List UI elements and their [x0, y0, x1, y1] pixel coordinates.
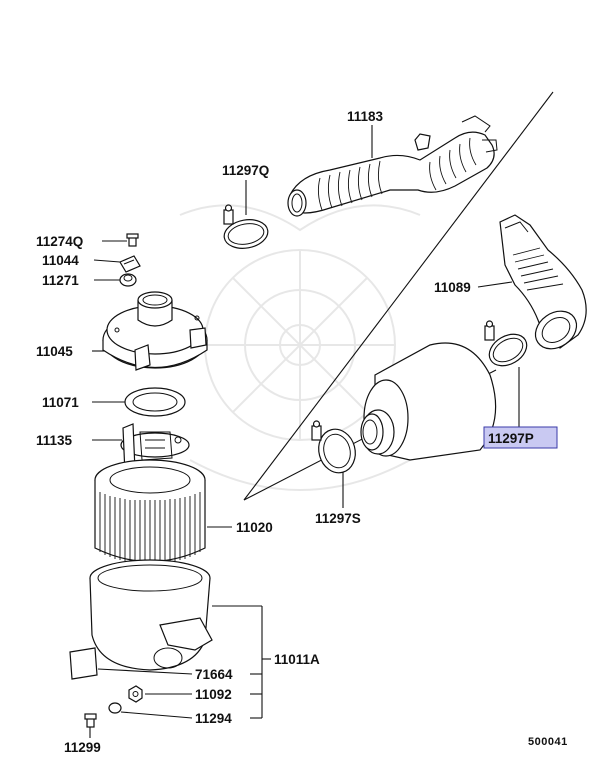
part-gasket-11071[interactable]	[124, 387, 186, 417]
callout-11297s[interactable]: 11297S	[315, 511, 361, 526]
callout-11045[interactable]: 11045	[36, 344, 73, 359]
part-bolt-11299[interactable]	[84, 713, 97, 728]
callout-11044[interactable]: 11044	[42, 253, 79, 268]
callout-11299[interactable]: 11299	[64, 740, 101, 755]
part-clamp-11297q[interactable]	[222, 204, 270, 252]
callout-11071[interactable]: 11071	[42, 395, 79, 410]
part-cover-11045[interactable]	[102, 291, 208, 371]
watermark-emblem	[179, 204, 421, 491]
callout-11297q[interactable]: 11297Q	[222, 163, 269, 178]
part-washer-11294[interactable]	[108, 702, 122, 714]
highlight-box	[483, 426, 558, 449]
part-cap-11044[interactable]	[119, 255, 141, 273]
part-duct-11089[interactable]	[499, 214, 587, 357]
callout-11294[interactable]: 11294	[195, 711, 232, 726]
callout-11135[interactable]: 11135	[36, 433, 73, 448]
part-bolt-11274q[interactable]	[126, 233, 139, 247]
callout-71664[interactable]: 71664	[195, 667, 233, 682]
diagram-id: 500041	[528, 736, 568, 748]
part-nut-11092[interactable]	[128, 685, 143, 703]
callout-labels: 11183 11297Q 11274Q 11044 11271 11089 11…	[36, 109, 568, 755]
callout-11092[interactable]: 11092	[195, 687, 232, 702]
part-pad-71664[interactable]	[69, 647, 98, 680]
callout-11089[interactable]: 11089	[434, 280, 471, 295]
callout-11011a[interactable]: 11011A	[274, 652, 320, 667]
callout-11274q[interactable]: 11274Q	[36, 234, 83, 249]
part-filter-11020[interactable]	[94, 459, 206, 564]
part-cap-11271[interactable]	[119, 273, 137, 287]
callout-11183[interactable]: 11183	[347, 109, 384, 124]
callout-11020[interactable]: 11020	[236, 520, 273, 535]
part-intake-hose-11183[interactable]	[287, 115, 498, 217]
part-housing-11011a[interactable]	[89, 559, 213, 671]
callout-11271[interactable]: 11271	[42, 273, 79, 288]
part-air-cleaner-body[interactable]	[360, 342, 497, 461]
leader-lines	[89, 125, 520, 738]
part-clamp-11297p[interactable]	[484, 320, 533, 372]
part-clamp-11297s[interactable]	[311, 420, 360, 477]
callout-11297p[interactable]: 11297P	[488, 431, 534, 446]
